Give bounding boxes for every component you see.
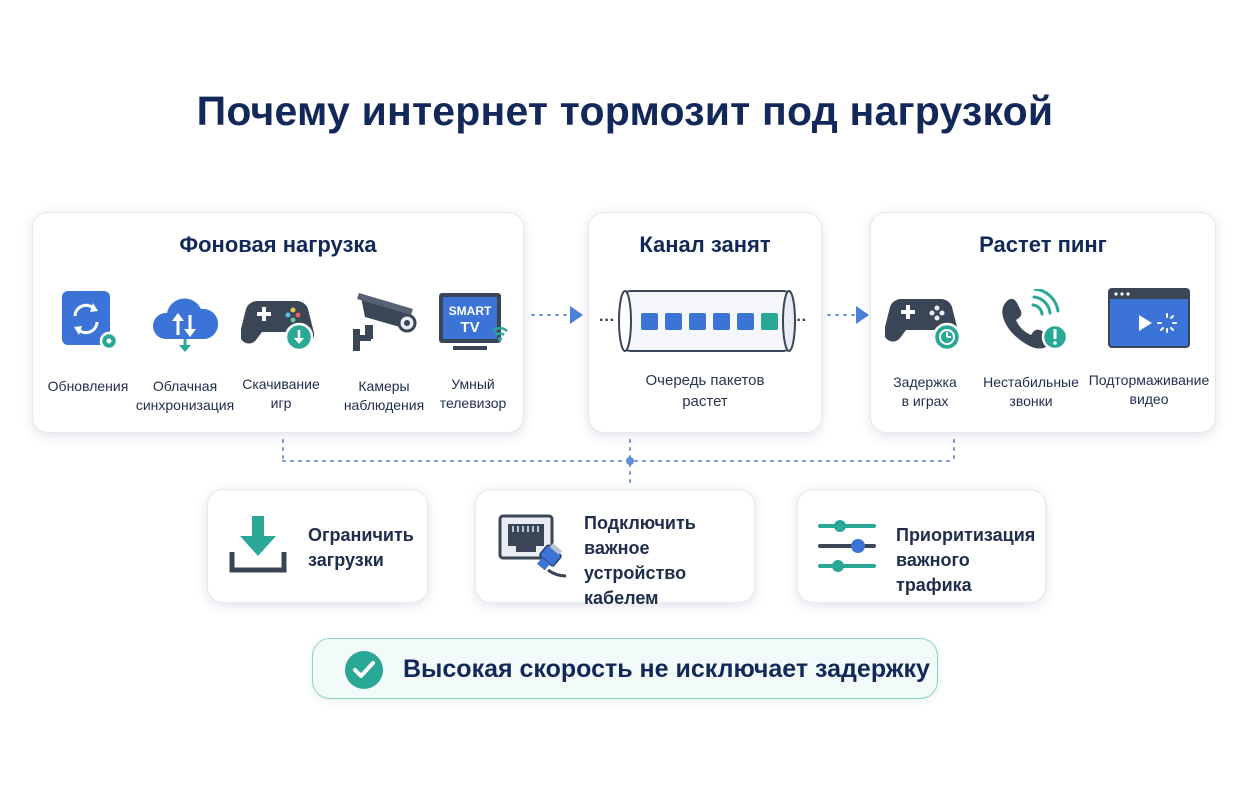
item-label: Умный телевизор bbox=[439, 376, 507, 411]
video-buffering-icon bbox=[1108, 288, 1190, 348]
priority-sliders-icon bbox=[818, 520, 876, 572]
item-label: Нестабильные звонки bbox=[983, 374, 1079, 409]
item-label: Скачивание игр bbox=[242, 376, 320, 411]
packet bbox=[665, 313, 682, 330]
list-item: Скачивание игр bbox=[226, 291, 336, 413]
solution-label: Подключить важное устройство кабелем bbox=[584, 513, 696, 608]
item-label: Облачная синхронизация bbox=[135, 378, 235, 413]
smart-tv-icon: SMART TV bbox=[439, 293, 508, 350]
item-label: Подтормаживание видео bbox=[1088, 372, 1210, 407]
phone-warning-icon bbox=[1002, 289, 1069, 351]
svg-text:···: ··· bbox=[599, 312, 615, 329]
packet-row bbox=[641, 313, 778, 330]
list-item: Камеры наблюдения bbox=[329, 289, 439, 415]
card-title: Растет пинг bbox=[979, 232, 1107, 257]
gamepad-download-icon bbox=[241, 301, 315, 352]
list-item: Облачная синхронизация bbox=[130, 289, 240, 415]
refresh-icon bbox=[62, 291, 116, 351]
packet bbox=[641, 313, 658, 330]
download-limit-icon bbox=[229, 516, 287, 573]
solution-label: Ограничить загрузки bbox=[308, 525, 414, 570]
arrow-right-icon bbox=[570, 306, 583, 324]
solution-card-priority: Приоритизация важного трафика bbox=[797, 489, 1046, 603]
packet bbox=[689, 313, 706, 330]
list-item: SMART TV Умный телевизор bbox=[418, 291, 528, 413]
ping-rises-card: Растет пинг Задержка в играх Нестаб bbox=[870, 212, 1216, 433]
conclusion-text: Высокая скорость не исключает задержку bbox=[403, 655, 930, 683]
queue-caption: Очередь пакетов растет bbox=[645, 372, 765, 410]
packet bbox=[713, 313, 730, 330]
card-title: Канал занят bbox=[639, 232, 771, 257]
card-title: Фоновая нагрузка bbox=[179, 232, 377, 257]
tv-text-tv: TV bbox=[460, 319, 479, 336]
list-item: Задержка в играх bbox=[869, 289, 981, 411]
ethernet-cable-icon bbox=[498, 514, 567, 578]
list-item: Обновления bbox=[33, 289, 143, 396]
check-circle-icon bbox=[345, 651, 383, 689]
arrow-right-icon bbox=[856, 306, 869, 324]
solution-card-ethernet: Подключить важное устройство кабелем bbox=[475, 489, 755, 608]
tv-text-smart: SMART bbox=[449, 304, 492, 318]
item-label: Задержка в играх bbox=[893, 374, 957, 409]
packet-queue-pipe: ··· ··· bbox=[599, 290, 807, 352]
packet bbox=[737, 313, 754, 330]
list-item: Подтормаживание видео bbox=[1081, 287, 1217, 409]
security-camera-icon bbox=[353, 293, 417, 351]
list-item: Нестабильные звонки bbox=[975, 289, 1087, 411]
gamepad-clock-icon bbox=[885, 299, 962, 352]
packet bbox=[761, 313, 778, 330]
item-label: Обновления bbox=[47, 378, 129, 394]
item-label: Камеры наблюдения bbox=[343, 378, 425, 413]
solution-label: Приоритизация важного трафика bbox=[896, 525, 1036, 595]
background-load-card: Фоновая нагрузка Обновления Облачная син… bbox=[32, 212, 524, 433]
cloud-sync-icon bbox=[152, 298, 219, 352]
page-title: Почему интернет тормозит под нагрузкой bbox=[196, 88, 1054, 134]
channel-busy-card: Канал занят ··· ··· Очередь пакетов раст… bbox=[588, 212, 822, 433]
solution-card-limit-downloads: Ограничить загрузки bbox=[207, 489, 428, 603]
conclusion-banner: Высокая скорость не исключает задержку bbox=[312, 638, 938, 699]
